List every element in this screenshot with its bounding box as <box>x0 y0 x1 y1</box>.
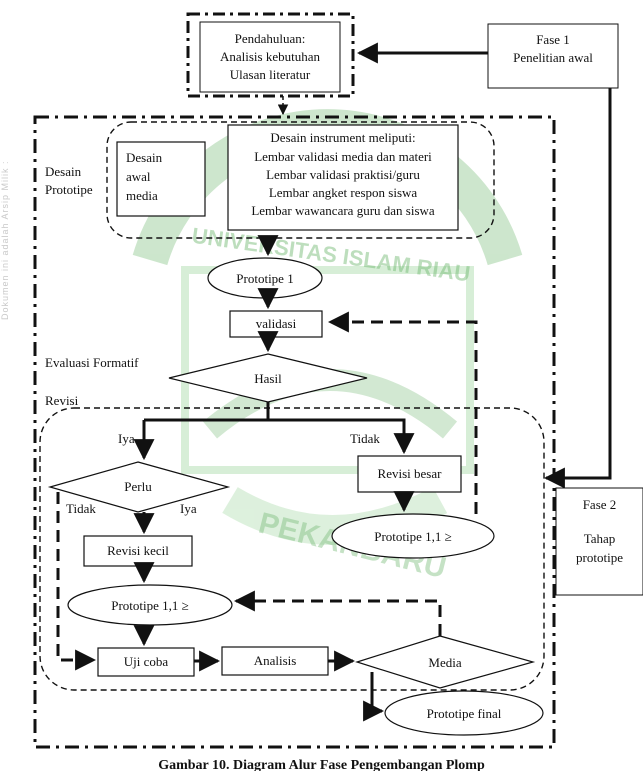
analisis-label: Analisis <box>253 653 297 668</box>
pendahuluan-frame <box>186 12 355 98</box>
fase1-subtitle: Penelitian awal <box>513 50 593 65</box>
fase1-title: Fase 1 <box>536 32 570 47</box>
revisi-group <box>39 407 545 691</box>
fase2-title: Fase 2 <box>582 497 617 512</box>
instrumen-box <box>227 124 459 231</box>
revisi-label: Revisi <box>45 393 79 408</box>
revisi-kecil-box <box>83 535 193 567</box>
analisis-box <box>221 646 329 676</box>
prototipe-kecil-ellipse <box>67 584 233 626</box>
revisi-kecil-label: Revisi kecil <box>107 543 169 558</box>
fase2-box <box>555 487 643 596</box>
hasil-label: Hasil <box>254 371 282 386</box>
perlu-diamond <box>47 461 231 513</box>
perlu-label: Perlu <box>124 479 152 494</box>
iya-perlu-label: Iya <box>180 501 197 516</box>
instrumen-item-4: Lembar wawancara guru dan siswa <box>251 203 435 218</box>
desain-awal-box <box>116 141 206 217</box>
pendahuluan-line-1: Pendahuluan: <box>234 31 306 46</box>
prototipe-besar-label: Prototipe 1,1 ≥ <box>374 529 452 544</box>
fase2-line-3: prototipe <box>576 550 623 565</box>
figure-caption: Gambar 10. Diagram Alur Fase Pengembanga… <box>158 758 485 771</box>
tidak-perlu-label: Tidak <box>66 501 96 516</box>
prototipe-final-ellipse <box>384 690 544 736</box>
prototipe-final-label: Prototipe final <box>426 706 502 721</box>
instrumen-title: Desain instrument meliputi: <box>270 130 416 145</box>
instrumen-item-1: Lembar validasi media dan materi <box>254 149 432 164</box>
uji-coba-label: Uji coba <box>123 654 169 669</box>
desain-prototipe-group <box>106 121 495 239</box>
instrumen-item-3: Lembar angket respon siswa <box>268 185 418 200</box>
desain-prototipe-label-2: Prototipe <box>45 182 93 197</box>
revisi-besar-box <box>357 455 462 493</box>
desain-prototipe-label-1: Desain <box>45 164 82 179</box>
prototipe1-label: Prototipe 1 <box>236 271 294 286</box>
media-label: Media <box>428 655 462 670</box>
pendahuluan-box <box>199 21 341 93</box>
revisi-besar-label: Revisi besar <box>377 466 442 481</box>
pendahuluan-line-2: Analisis kebutuhan <box>219 49 320 64</box>
desain-awal-line-3: media <box>126 188 158 203</box>
validasi-label: validasi <box>255 316 297 331</box>
fase2-frame <box>33 115 556 749</box>
fase2-line-2: Tahap <box>583 531 616 546</box>
pendahuluan-line-3: Ulasan literatur <box>229 67 311 82</box>
side-archive-text: Dokumen ini adalah Arsip Milik : <box>0 160 10 320</box>
media-diamond <box>354 635 536 689</box>
desain-awal-line-2: awal <box>126 169 151 184</box>
evaluasi-formatif-label: Evaluasi Formatif <box>45 355 139 370</box>
fase1-box <box>487 23 619 89</box>
tidak-right-label: Tidak <box>350 431 380 446</box>
desain-awal-line-1: Desain <box>126 150 163 165</box>
uji-coba-box <box>97 647 195 677</box>
iya-left-label: Iya <box>118 431 135 446</box>
instrumen-item-2: Lembar validasi praktisi/guru <box>266 167 420 182</box>
prototipe-kecil-label: Prototipe 1,1 ≥ <box>111 598 189 613</box>
prototipe-besar-ellipse <box>331 513 495 559</box>
